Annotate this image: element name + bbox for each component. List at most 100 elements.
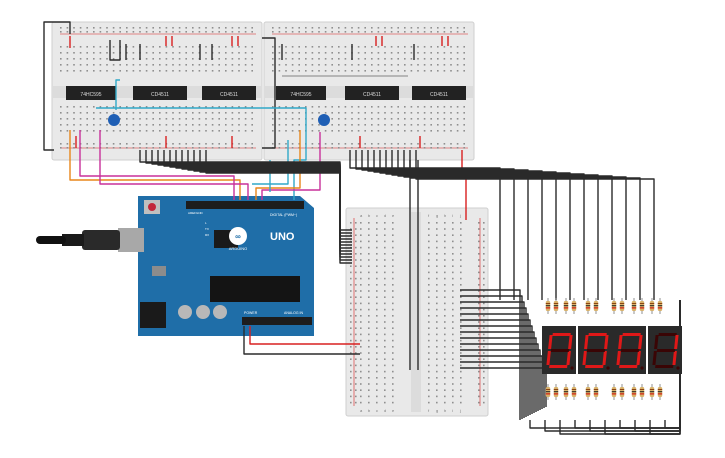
wire-black[interactable] [397,150,613,300]
resistor-top[interactable] [631,298,637,314]
breadboard-hole [350,401,352,404]
resistor-bottom[interactable] [585,384,591,400]
wire-black[interactable] [361,150,529,300]
power-label: POWER [244,311,258,315]
wire-black[interactable] [139,150,352,231]
wire-black[interactable] [460,343,539,411]
resistor-top[interactable] [611,298,617,314]
breadboard-hole [384,308,386,311]
wire-magenta[interactable] [99,130,249,200]
wire-black[interactable] [151,150,352,237]
wire-orange[interactable] [255,130,301,200]
wire-black[interactable] [460,289,521,420]
wire-black[interactable] [460,295,523,419]
seven-segment-digit-1[interactable]: 0 [542,326,576,374]
wire-black[interactable] [262,37,276,149]
chip-74hc595-2[interactable]: 74HC595 [276,86,326,100]
resistor-bottom[interactable] [553,384,559,400]
wire-black[interactable] [205,150,352,264]
resistor-bottom[interactable] [593,384,599,400]
wire-black[interactable] [145,150,352,234]
resistor-bottom[interactable] [631,384,637,400]
arduino-uno-board[interactable]: ∞ UNO ARDUINO DIGITAL (PWM~) POWER ANALO… [138,196,314,336]
seven-segment-digit-4[interactable]: 1 [648,326,682,374]
resistor-bottom[interactable] [545,384,551,400]
wire-black[interactable] [460,337,537,412]
wire-black[interactable] [109,40,121,61]
breadboard-hole [152,46,154,48]
resistor-bottom[interactable] [639,384,645,400]
usb-connector[interactable] [36,228,144,252]
breadboard-hole [376,389,378,391]
wire-black[interactable] [199,150,352,261]
breadboard-hole [460,228,462,230]
breadboard-hole [444,333,446,336]
wire-black[interactable] [243,326,360,355]
seven-segment-digit-2[interactable]: 0 [578,326,612,374]
wire-black[interactable] [43,21,71,151]
wire-cyan[interactable] [252,140,289,185]
resistor-bottom[interactable] [657,384,663,400]
power-jack[interactable] [140,302,166,328]
breadboard-hole [106,64,108,66]
breadboard-hole [112,147,115,149]
resistor-top[interactable] [639,298,645,314]
wire-magenta[interactable] [261,132,321,200]
wire-black[interactable] [187,150,352,255]
wire-black[interactable] [157,150,352,240]
wire-black[interactable] [379,150,571,300]
wire-black[interactable] [460,349,541,410]
resistor-top[interactable] [553,298,559,314]
resistor-bottom[interactable] [649,384,655,400]
wire-black[interactable] [181,150,352,252]
wire-black[interactable] [460,313,529,416]
breadboard-hole [285,124,287,126]
wire-black[interactable] [349,150,501,300]
chip-cd4511-2[interactable]: CD4511 [202,86,256,100]
resistor-top[interactable] [657,298,663,314]
chip-cd4511-4[interactable]: CD4511 [412,86,466,100]
wire-black[interactable] [460,301,525,418]
chip-74hc595-1[interactable]: 74HC595 [66,86,116,100]
wire-black[interactable] [460,331,535,413]
wire-black[interactable] [385,150,585,300]
wire-black[interactable] [373,150,557,300]
wire-red[interactable] [249,326,360,345]
resistor-bottom[interactable] [571,384,577,400]
wire-cyan[interactable] [115,79,120,110]
wire-black[interactable] [175,150,352,249]
breadboard-hole [428,271,430,274]
chip-cd4511-1[interactable]: CD4511 [133,86,187,100]
resistor-top[interactable] [649,298,655,314]
wire-black[interactable] [409,150,641,300]
wire-black[interactable] [193,150,352,258]
seven-segment-digit-3[interactable]: 0 [612,326,646,374]
wire-black[interactable] [415,150,655,300]
wire-magenta[interactable] [79,130,235,200]
resistor-top[interactable] [593,298,599,314]
resistor-bottom[interactable] [611,384,617,400]
wire-black[interactable] [169,150,352,246]
resistor-top[interactable] [545,298,551,314]
breadboard-hole [478,327,480,329]
wire-black[interactable] [367,150,543,300]
capacitor-right[interactable] [318,114,330,126]
resistor-top[interactable] [585,298,591,314]
resistor-bottom[interactable] [563,384,569,400]
wire-black[interactable] [460,319,531,415]
resistor-top[interactable] [563,298,569,314]
resistor-bottom[interactable] [619,384,625,400]
chip-cd4511-3[interactable]: CD4511 [345,86,399,100]
capacitor-left[interactable] [108,114,120,126]
wire-orange[interactable] [69,130,241,200]
reset-button[interactable] [148,203,156,211]
resistor-top[interactable] [571,298,577,314]
wire-black[interactable] [355,150,515,300]
wire-black[interactable] [460,307,527,417]
wire-black[interactable] [403,150,627,300]
wire-black[interactable] [460,325,533,414]
wire-black[interactable] [391,150,599,300]
resistor-top[interactable] [619,298,625,314]
wire-black[interactable] [163,150,352,243]
